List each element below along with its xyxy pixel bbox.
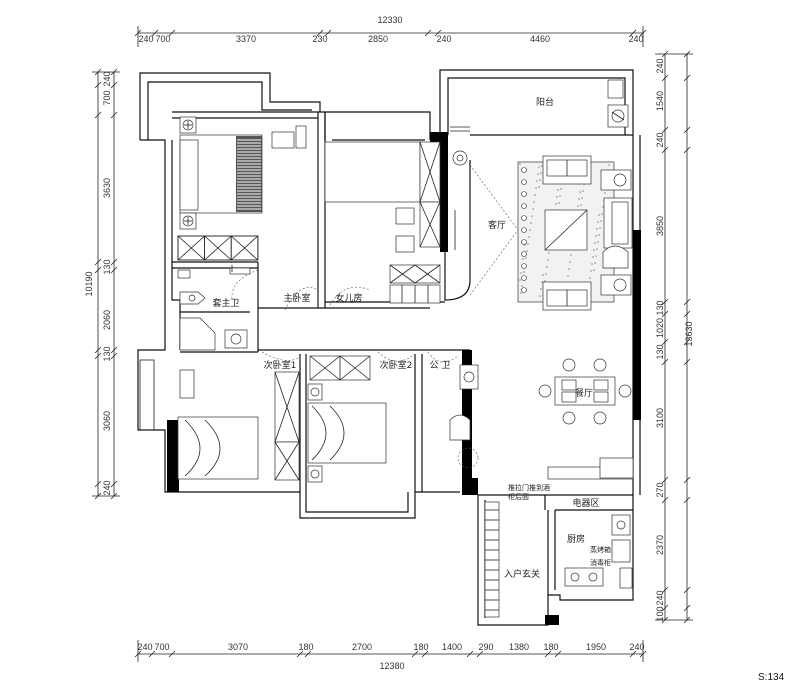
bottom-dim-9: 1380 xyxy=(509,642,529,652)
sliding-door-note-1: 推拉门推到酒 xyxy=(508,483,550,492)
public-bath-fixtures xyxy=(449,364,479,469)
bedroom1-label: 次卧室1 xyxy=(264,359,297,371)
entrance-label: 入户玄关 xyxy=(504,568,540,580)
door-swings xyxy=(231,265,459,363)
bottom-dim-12: 240 xyxy=(629,642,644,652)
bottom-dim-6: 180 xyxy=(413,642,428,652)
walls xyxy=(137,69,641,626)
bottom-segment-labels: 240 700 3070 180 2700 180 1400 290 1380 … xyxy=(137,642,644,652)
left-dim-4: 130 xyxy=(102,259,112,274)
appliance-zone-label: 电器区 xyxy=(572,497,599,509)
right-dim-3: 240 xyxy=(655,132,665,147)
top-dimension-line xyxy=(134,26,647,47)
public-bath-label: 公 卫 xyxy=(430,360,451,371)
top-dim-1: 240 xyxy=(138,34,153,44)
top-dim-2: 700 xyxy=(155,34,170,44)
kitchen-fixtures xyxy=(547,457,634,589)
bottom-dim-3: 3070 xyxy=(228,642,248,652)
right-dim-11: 240 xyxy=(655,590,665,605)
right-dim-10: 2370 xyxy=(655,535,665,555)
living-room-label: 客厅 xyxy=(488,219,506,231)
scale-label: S:134 xyxy=(758,672,785,683)
bottom-dim-1: 240 xyxy=(137,642,152,652)
balcony-label: 阳台 xyxy=(536,96,554,108)
bottom-dim-11: 1950 xyxy=(586,642,606,652)
dining-table xyxy=(538,358,632,425)
kitchen-label: 厨房 xyxy=(567,533,585,545)
master-bath-label: 套主卫 xyxy=(212,297,239,309)
bedroom2-furniture xyxy=(307,355,387,483)
top-total-dimension: 12330 xyxy=(377,15,402,25)
master-wardrobe xyxy=(177,235,259,261)
daughter-room-furniture xyxy=(324,141,441,304)
balcony-fixtures xyxy=(450,79,629,132)
bottom-dim-10: 180 xyxy=(543,642,558,652)
master-bed xyxy=(179,134,263,214)
right-dim-7: 130 xyxy=(655,344,665,359)
bottom-dim-5: 2700 xyxy=(352,642,372,652)
left-dim-5: 2060 xyxy=(102,310,112,330)
nightstand-lamp-icon xyxy=(179,116,197,230)
desk-chair-icon xyxy=(271,125,307,149)
living-room-furniture xyxy=(452,150,633,311)
bottom-dim-2: 700 xyxy=(154,642,169,652)
left-dim-6: 130 xyxy=(102,346,112,361)
master-bedroom-label: 主卧室 xyxy=(283,292,310,304)
sterilizer-cabinet-label: 消毒柜 xyxy=(590,558,611,567)
dining-label: 餐厅 xyxy=(575,387,593,399)
left-dimension-line xyxy=(92,68,120,500)
top-dim-5: 2850 xyxy=(368,34,388,44)
entrance-cabinet xyxy=(484,501,500,618)
oven-cabinet-label: 蒸烤箱 xyxy=(590,545,611,554)
bottom-dim-8: 290 xyxy=(478,642,493,652)
master-bath-fixtures xyxy=(177,267,251,351)
bottom-dim-4: 180 xyxy=(298,642,313,652)
top-dim-8: 240 xyxy=(628,34,643,44)
right-total-dimension: 13630 xyxy=(684,321,694,346)
right-dim-9: 270 xyxy=(655,482,665,497)
left-total-dimension: 10190 xyxy=(84,271,94,296)
bottom-dim-7: 1400 xyxy=(442,642,462,652)
top-dim-3: 3370 xyxy=(236,34,256,44)
sliding-door-note-2: 柜后面 xyxy=(508,492,529,501)
left-dim-3: 3630 xyxy=(102,178,112,198)
daughter-room-label: 女儿房 xyxy=(335,292,362,304)
right-dim-12: 100 xyxy=(655,606,665,621)
right-segment-labels: 240 1540 240 3850 130 1020 130 3100 270 … xyxy=(655,58,665,621)
bottom-dimension-line xyxy=(134,640,647,662)
right-dim-1: 240 xyxy=(655,58,665,73)
right-dim-8: 3100 xyxy=(655,408,665,428)
bottom-total-dimension: 12380 xyxy=(379,661,404,671)
left-dim-2: 700 xyxy=(102,90,112,105)
right-dim-5: 130 xyxy=(655,300,665,315)
left-segment-labels: 240 700 3630 130 2060 130 3060 240 xyxy=(102,71,112,495)
right-dim-4: 3850 xyxy=(655,216,665,236)
left-dim-8: 240 xyxy=(102,480,112,495)
top-dim-4: 230 xyxy=(312,34,327,44)
left-dim-7: 3060 xyxy=(102,411,112,431)
bedroom1-furniture xyxy=(139,359,300,481)
right-dim-6: 1020 xyxy=(655,318,665,338)
top-dim-7: 4460 xyxy=(530,34,550,44)
left-dim-1: 240 xyxy=(102,71,112,86)
top-segment-labels: 240 700 3370 230 2850 240 4460 240 xyxy=(138,34,643,44)
right-dim-2: 1540 xyxy=(655,91,665,111)
bedroom2-label: 次卧室2 xyxy=(380,359,413,371)
top-dim-6: 240 xyxy=(436,34,451,44)
right-dimension-line xyxy=(655,50,693,624)
room-labels: 阳台 客厅 主卧室 女儿房 套主卫 次卧室1 次卧室2 公 卫 餐厅 厨房 电器… xyxy=(212,96,611,580)
